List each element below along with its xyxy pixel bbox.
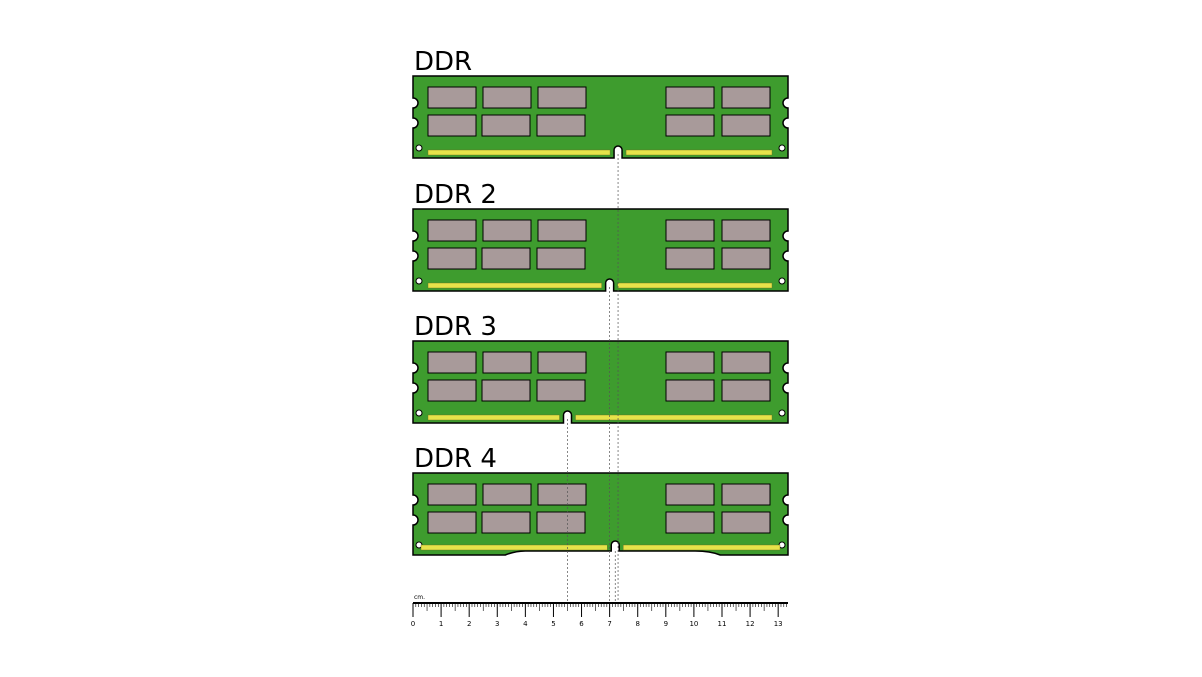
module-4: DDR 4 [412,444,789,556]
memory-chip [427,247,477,270]
memory-chip [427,483,477,506]
memory-chip [427,511,477,534]
ruler-unit-label: cm. [414,594,425,601]
notch-guide-lines [567,154,619,603]
ruler-tick-label: 7 [607,620,611,628]
ruler-tick-label: 1 [439,620,443,628]
ruler-tick-label: 6 [579,620,584,628]
memory-chip [481,114,531,137]
memory-chip [537,86,587,109]
memory-chip [721,351,771,374]
ruler-tick-label: 13 [774,620,783,628]
memory-chip [721,86,771,109]
mounting-hole [778,144,786,152]
pin-contacts-left [427,149,611,156]
memory-chip [537,351,587,374]
memory-chip [536,114,586,137]
memory-chip [482,483,532,506]
pin-contacts-left [427,414,560,421]
mounting-hole [415,409,423,417]
memory-chip [665,247,715,270]
memory-chip [721,219,771,242]
memory-chip [721,247,771,270]
memory-chip [721,114,771,137]
pin-contacts-left [420,544,608,551]
ruler-tick-label: 3 [495,620,499,628]
memory-chip [665,351,715,374]
pin-contacts-right [575,414,773,421]
ruler-tick-label: 0 [411,620,415,628]
memory-chip [427,86,477,109]
memory-chip [665,379,715,402]
module-title: DDR 4 [414,444,497,474]
memory-chip [665,86,715,109]
module-title: DDR 2 [414,180,497,210]
pin-contacts-left [427,282,602,289]
memory-chip [481,379,531,402]
memory-chip [481,247,531,270]
module-3: DDR 3 [412,312,789,424]
pin-contacts-right [623,544,781,551]
memory-chip [721,511,771,534]
memory-chip [427,379,477,402]
memory-chip [482,351,532,374]
ruler-tick-label: 4 [523,620,528,628]
memory-chip [537,219,587,242]
memory-chip [665,114,715,137]
module-2: DDR 2 [412,180,789,292]
pin-contacts-right [617,282,773,289]
memory-chip [721,379,771,402]
mounting-hole [415,144,423,152]
memory-chip [536,511,586,534]
memory-chip [536,247,586,270]
module-title: DDR [414,47,472,77]
memory-chip [427,219,477,242]
memory-chip [482,86,532,109]
memory-chip [427,114,477,137]
memory-chip [481,511,531,534]
ruler-tick-label: 10 [689,620,698,628]
memory-chip [721,483,771,506]
modules-layer: DDR DDR 2 DDR 3 DDR 4 [412,47,789,556]
mounting-hole [415,277,423,285]
memory-chip [537,483,587,506]
memory-chip [665,483,715,506]
mounting-hole [778,277,786,285]
memory-chip [536,379,586,402]
pin-contacts-right [625,149,773,156]
memory-chip [665,219,715,242]
ruler-tick-label: 2 [467,620,471,628]
ruler-tick-label: 12 [746,620,755,628]
ruler-tick-label: 11 [718,620,727,628]
mounting-hole [778,409,786,417]
memory-chip [482,219,532,242]
ruler-tick-label: 9 [664,620,668,628]
memory-chip [427,351,477,374]
ruler-tick-label: 8 [635,620,639,628]
module-1: DDR [412,47,789,159]
ruler-tick-label: 5 [551,620,555,628]
module-title: DDR 3 [414,312,497,342]
memory-chip [665,511,715,534]
